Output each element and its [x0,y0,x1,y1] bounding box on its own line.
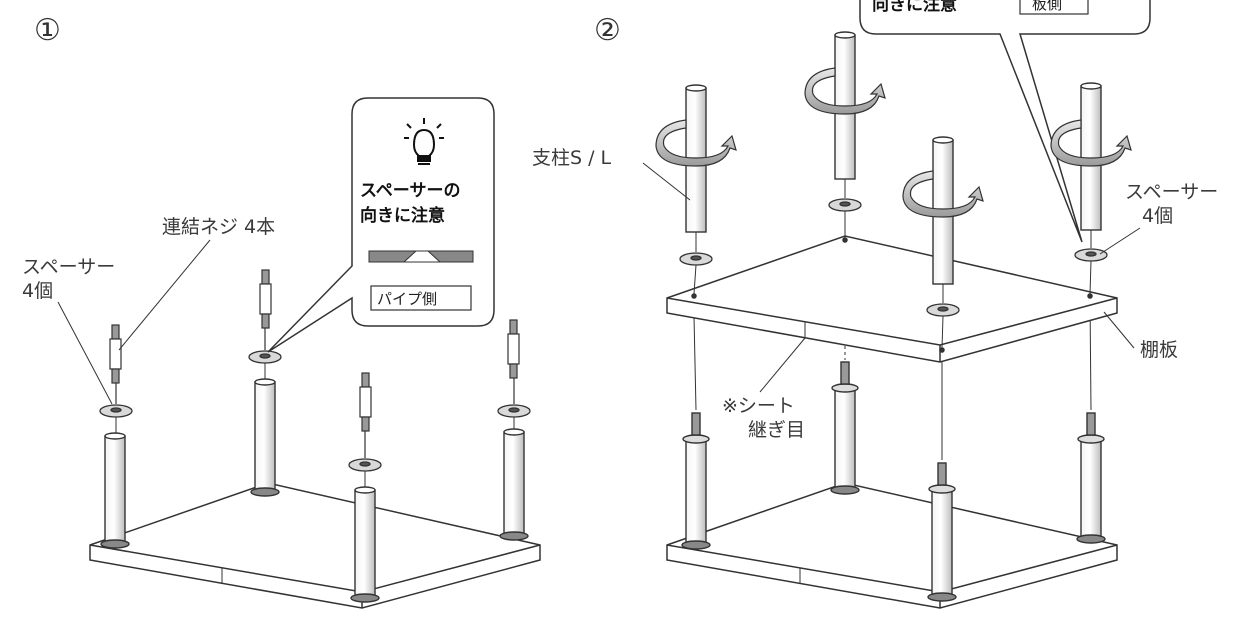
step2-pole-label: 支柱S / L [532,147,612,169]
rotate-arrow-icon [804,67,886,115]
step2-seam-label-line1: ※シート [722,395,795,417]
step1-spacer-1 [248,350,282,364]
step-2-number: ② [594,13,621,48]
step1-screw-leader [118,239,211,351]
step1-spacer-label-line1: スペーサー [22,256,115,278]
rotate-arrow-icon [1050,119,1132,167]
step2-seam-leader [759,337,806,393]
step2-shelf-leader [1103,311,1135,349]
step1-spacer-label-line2: 4個 [22,280,53,302]
spacer-orientation-figure [368,250,474,263]
step1-callout-pipe-side-label: パイプ側 [377,290,437,308]
step2-spacer-label-line2: 4個 [1142,205,1173,227]
step1-callout-title-line1: スペーサーの [360,181,460,201]
step-1-number: ① [34,13,61,48]
step1-pipe-front-right [350,486,380,603]
step2-shelf-label: 棚板 [1140,339,1178,361]
step2-pole-leader [642,162,691,201]
step1-pipe-front-left [100,432,130,549]
step1-callout: スペーサーの 向きに注意 パイプ側 [267,97,495,353]
step1-screw-3 [359,372,372,458]
lightbulb-icon [404,118,444,165]
step1-screw-label: 連結ネジ 4本 [162,216,275,238]
step2-spacer-leader [1099,227,1141,255]
step2-spacer-label-line1: スペーサー [1125,181,1218,203]
step2-lower-pipe-back [830,361,860,495]
step1-callout-title-line2: 向きに注意 [360,205,445,226]
step2-spacers [679,198,1108,349]
step2-seam-label-line2: 継ぎ目 [748,419,805,441]
step2-lower-pipe-front-left [681,412,711,550]
step1-screw-1 [259,269,272,350]
step2-callout-board-side-label: 板側 [1032,0,1062,13]
step1-spacer-leader [57,301,113,405]
step1-spacer-3 [348,458,382,472]
step2-base-board [666,482,1118,609]
step2-lower-pipe-front-right [927,462,957,602]
step2-upper-pole-2 [834,31,856,198]
step1-screw-2 [109,324,122,404]
step1-guide-lines [115,363,515,487]
rotate-arrow-icon [902,170,984,218]
step2-upper-pole-3 [932,136,954,303]
step1-base-board [89,482,541,609]
step1-spacer-2 [99,404,133,418]
step2-callout-title: 向きに注意 [872,0,957,15]
step2-callout: 向きに注意 板側 [859,0,1151,243]
step1-spacer-4 [497,404,531,418]
step2-shelf-board [666,235,1118,363]
step2-lower-pipe-back-right [1076,412,1106,544]
step1-screw-4 [507,319,520,404]
step1-pipe-back-left [250,378,280,497]
step2-upper-pole-1 [685,84,707,252]
step1-pipe-back-right [499,428,529,541]
rotate-arrow-icon [655,119,737,167]
